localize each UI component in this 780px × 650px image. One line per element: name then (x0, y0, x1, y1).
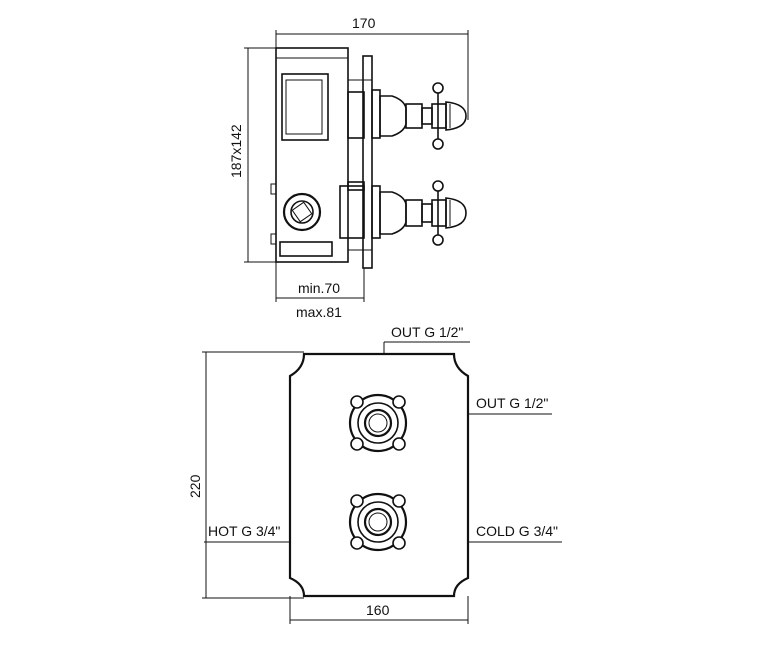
front-width-dimension: 160 (289, 596, 469, 624)
side-width-label: 170 (352, 15, 376, 31)
upper-handle-front (348, 393, 408, 453)
valve-body-box (270, 47, 349, 263)
front-height-label: 220 (187, 474, 203, 498)
front-height-dimension: 220 (187, 351, 304, 599)
lower-handle-front (348, 492, 408, 552)
lower-handle-side (339, 180, 467, 246)
wall-plate (348, 55, 373, 269)
min-depth-label: min.70 (298, 280, 340, 296)
out-right-label: OUT G 1/2" (476, 395, 548, 411)
side-depth-dimensions: min.70 max.81 (275, 262, 365, 320)
hot-label: HOT G 3/4" (208, 523, 280, 539)
upper-handle-side (347, 82, 467, 150)
front-view: 220 160 (187, 324, 562, 624)
side-view: 170 187x142 (228, 15, 469, 320)
hot-callout: HOT G 3/4" (204, 523, 290, 543)
side-height-dimension: 187x142 (228, 47, 278, 263)
cold-callout: COLD G 3/4" (468, 523, 562, 543)
front-width-label: 160 (366, 602, 390, 618)
side-height-label: 187x142 (228, 124, 244, 178)
side-width-dimension: 170 (275, 15, 469, 120)
max-depth-label: max.81 (296, 304, 342, 320)
front-plate (288, 352, 470, 598)
out-top-callout: OUT G 1/2" (383, 324, 470, 354)
cold-label: COLD G 3/4" (476, 523, 558, 539)
out-top-label: OUT G 1/2" (391, 324, 463, 340)
out-right-callout: OUT G 1/2" (468, 395, 552, 415)
